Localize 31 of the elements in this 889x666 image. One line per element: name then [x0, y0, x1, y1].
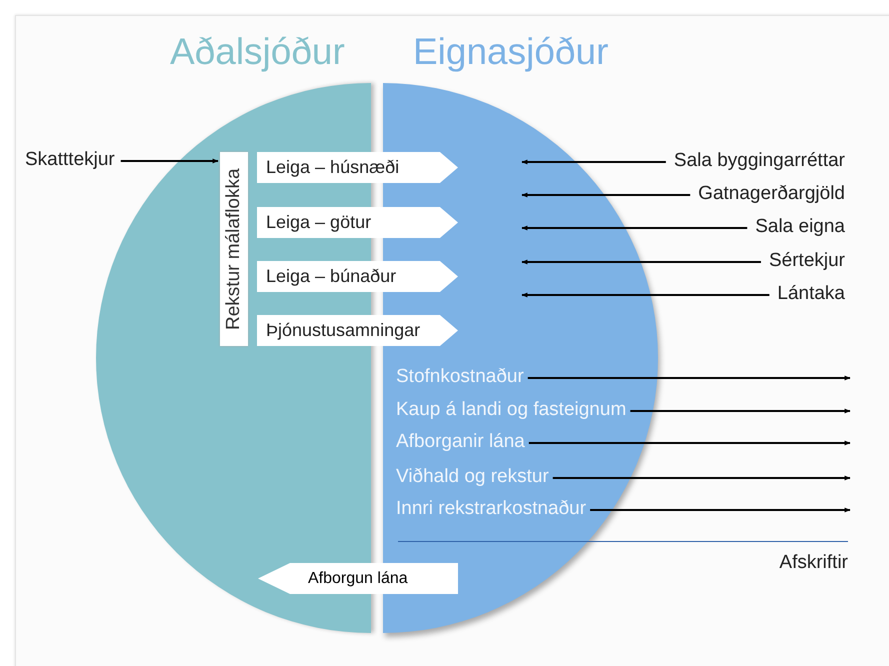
arrow	[521, 260, 761, 264]
arrow	[521, 226, 748, 230]
arrow	[521, 192, 690, 198]
flow-label: Stofnkostnaður	[396, 365, 524, 389]
arrow	[521, 160, 666, 164]
arrow	[528, 376, 851, 380]
fund-heading: Eignasjóður	[413, 30, 608, 74]
flow-label: Innri rekstrarkostnaður	[396, 497, 586, 521]
arrow	[521, 292, 770, 298]
arrow-tag: Leiga – götur	[257, 207, 458, 238]
arrow	[630, 408, 851, 414]
note-label: Afskriftir	[779, 551, 848, 575]
arrow-tag: Þjónustusamningar	[257, 315, 458, 346]
flow-label: Sértekjur	[768, 249, 845, 273]
flow-label: Afborganir lána	[396, 430, 525, 454]
flow-label: Skatttekjur	[25, 148, 115, 172]
arrow-tag: Afborgun lána	[258, 563, 458, 594]
flow-label: Lántaka	[777, 282, 845, 306]
arrow	[120, 158, 219, 164]
arrow	[590, 508, 851, 512]
arrow-tag: Leiga – húsnæði	[257, 152, 458, 183]
flow-label: Kaup á landi og fasteignum	[396, 398, 626, 422]
arrow-tag: Leiga – búnaður	[257, 261, 458, 292]
flow-label: Gatnagerðargjöld	[698, 182, 845, 206]
arrow	[552, 476, 851, 480]
flow-label: Sala eigna	[755, 215, 845, 239]
category-box: Rekstur málaflokka	[220, 152, 248, 346]
arrow	[528, 440, 851, 446]
flow-label: Viðhald og rekstur	[396, 465, 549, 489]
flow-label: Sala byggingarréttar	[674, 149, 845, 173]
fund-heading: Aðalsjóður	[170, 30, 345, 74]
